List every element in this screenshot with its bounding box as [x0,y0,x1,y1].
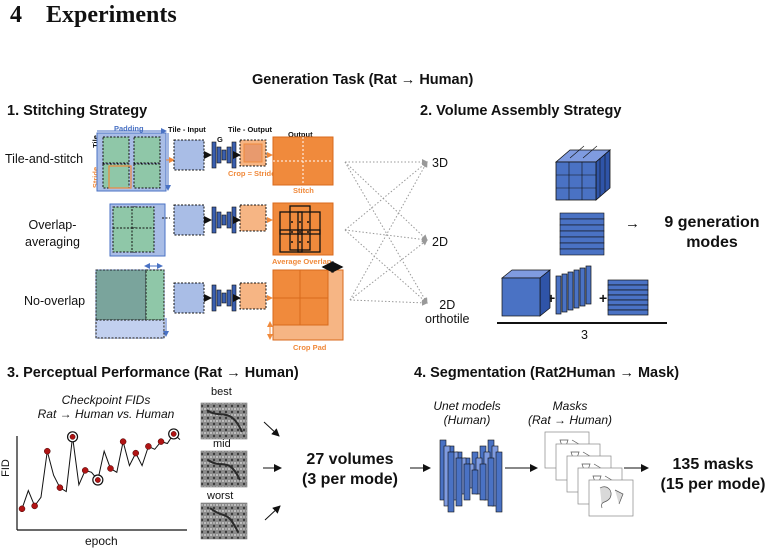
row-label-no-overlap: No-overlap [24,294,86,308]
label-crop-stride: Crop = Stride [228,169,276,178]
fid-point [119,438,127,445]
label-stitch: Stitch [293,186,314,195]
thumbnail-worst [200,502,248,540]
no-overlap-diagram [95,261,344,341]
volumes-count: 27 volumes (3 per mode) [301,451,398,488]
fid-point [157,438,165,445]
figure-title: Generation Task (Rat → Human) [252,72,474,88]
tile-and-stitch-diagram [96,128,334,192]
row-label-overlap-averaging: Overlap- averaging [25,218,80,249]
nine-generation-modes: 9 generation modes [664,214,760,251]
label-average-overlap: Average Overlap [272,257,332,266]
target-2d: 2D [432,235,448,249]
stack-2d-icon [559,212,605,256]
target-3d: 3D [432,156,448,170]
fid-plot-title: Checkpoint FIDs Rat → Human vs. Human [37,393,175,421]
thumb-label-mid: mid [213,438,231,450]
fid-point [56,484,64,491]
label-generator: G [217,135,223,144]
fid-point [31,502,38,510]
thumbnail-best [200,402,248,440]
fid-xlabel: epoch [85,534,118,548]
thumbnail-mid [200,450,248,488]
plus-2: + [599,290,608,306]
thumb-label-best: best [211,386,232,398]
cube-3d-icon [554,145,612,201]
fid-point [170,431,177,437]
fid-point [81,467,89,474]
arrow-worst [264,505,281,521]
arrow-to-modes: → [625,215,640,232]
fid-point [69,433,76,440]
fid-line [21,433,181,509]
fid-point [132,449,140,457]
panel3-title: 3. Perceptual Performance (Rat → Human) [7,365,299,381]
target-2d-orthotile: 2D orthotile [425,298,470,326]
label-output: Output [288,130,313,139]
fid-point [44,447,51,455]
panel2-title: 2. Volume Assembly Strategy [420,103,622,119]
mask-stack-icon [544,431,634,517]
unet-models-icon [439,439,503,513]
label-tile-input: Tile - Input [168,125,206,134]
arrow-best [263,421,280,437]
panel4-title: 4. Segmentation (Rat2Human → Mask) [414,365,680,381]
masks-count: 135 masks (15 per mode) [660,456,766,493]
unet-label: Unet models (Human) [433,399,501,427]
fid-curve [18,428,181,513]
label-tile-output: Tile - Output [228,125,273,134]
label-crop-pad: Crop Pad [293,343,327,352]
label-padding: Padding [114,124,144,133]
overlap-averaging-diagram [109,202,334,257]
fid-point [107,465,114,472]
fid-point [145,443,152,450]
thumb-label-worst: worst [207,490,234,502]
assembly-connections [344,159,428,306]
count-three: 3 [581,328,588,342]
panel1-title: 1. Stitching Strategy [7,103,148,119]
row-label-tile-and-stitch: Tile-and-stitch [5,152,84,166]
plus-1: + [547,290,556,306]
masks-label: Masks (Rat → Human) [527,399,613,427]
fid-point [18,505,26,513]
fid-point [94,477,101,483]
orthotile-icons [501,265,649,317]
section-heading: 4 Experiments [10,2,177,28]
fid-plot-axes [16,436,187,531]
